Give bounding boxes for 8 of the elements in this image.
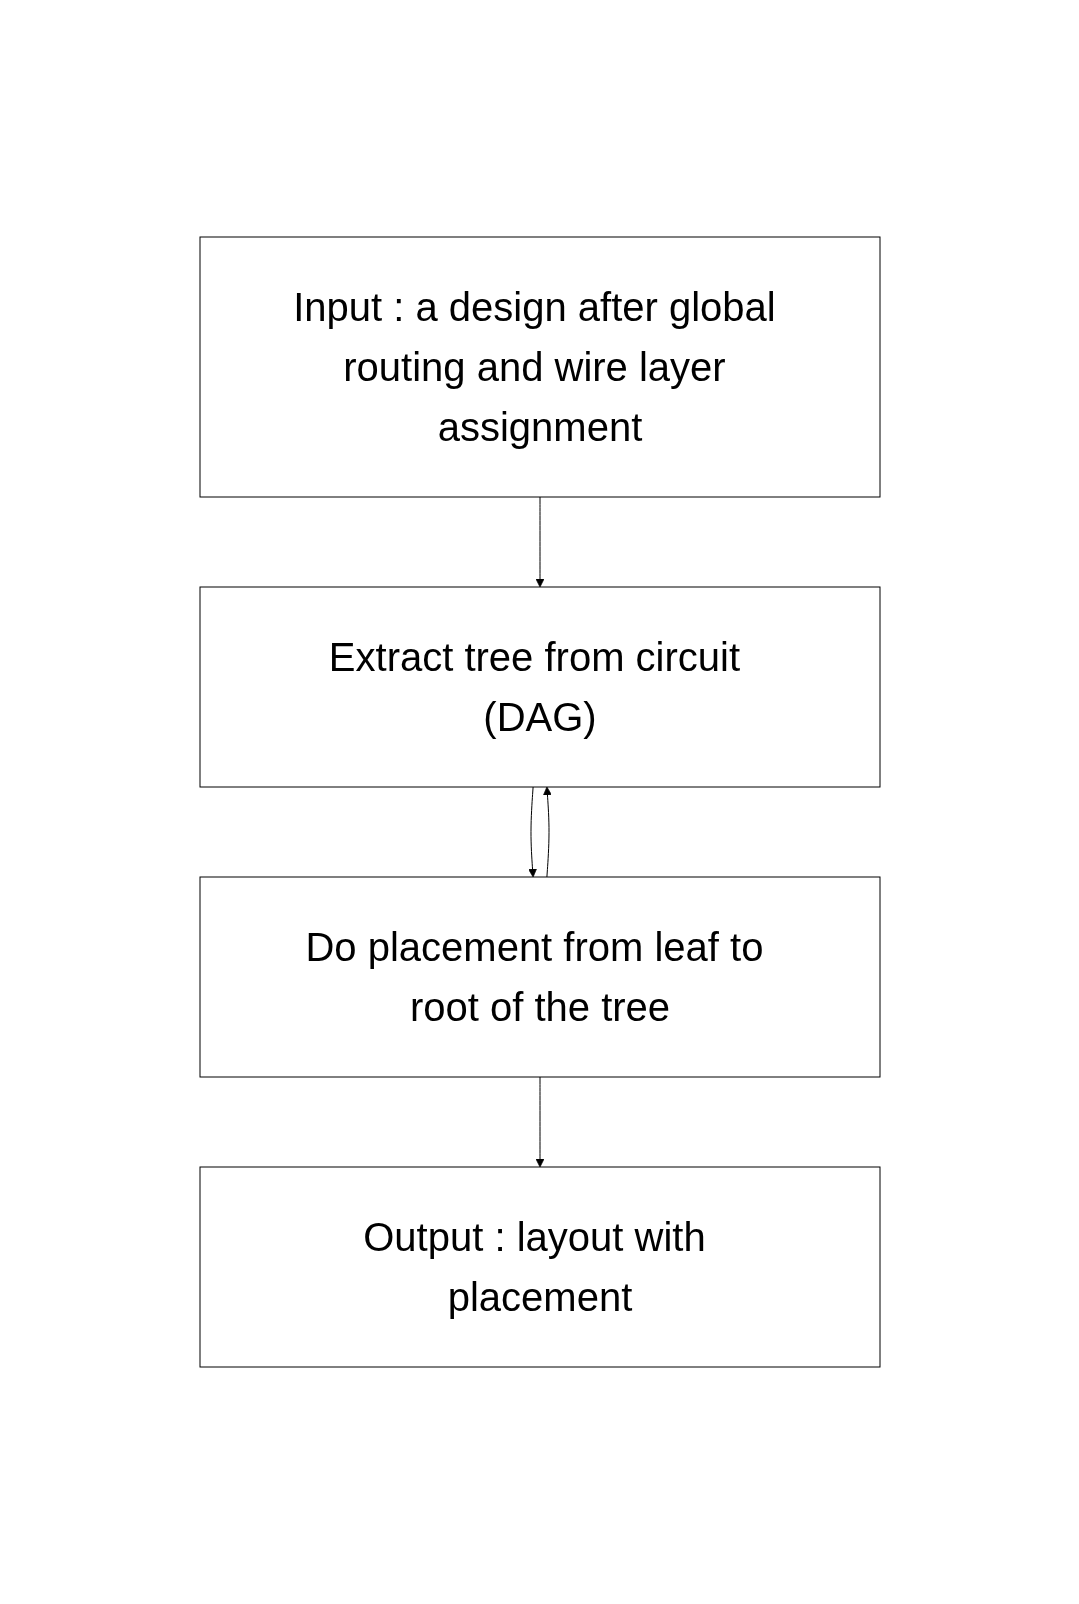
arrow: [527, 786, 537, 878]
node-box: Do placement from leaf to root of the tree: [199, 876, 880, 1078]
node-box: Input : a design after global routing and wire layer assignment: [199, 236, 880, 498]
node-box: Output : layout with placement: [199, 1166, 880, 1368]
arrow: [535, 1076, 544, 1168]
arrow: [535, 496, 544, 588]
arrow: [542, 786, 552, 878]
node-box: Extract tree from circuit (DAG): [199, 586, 880, 788]
